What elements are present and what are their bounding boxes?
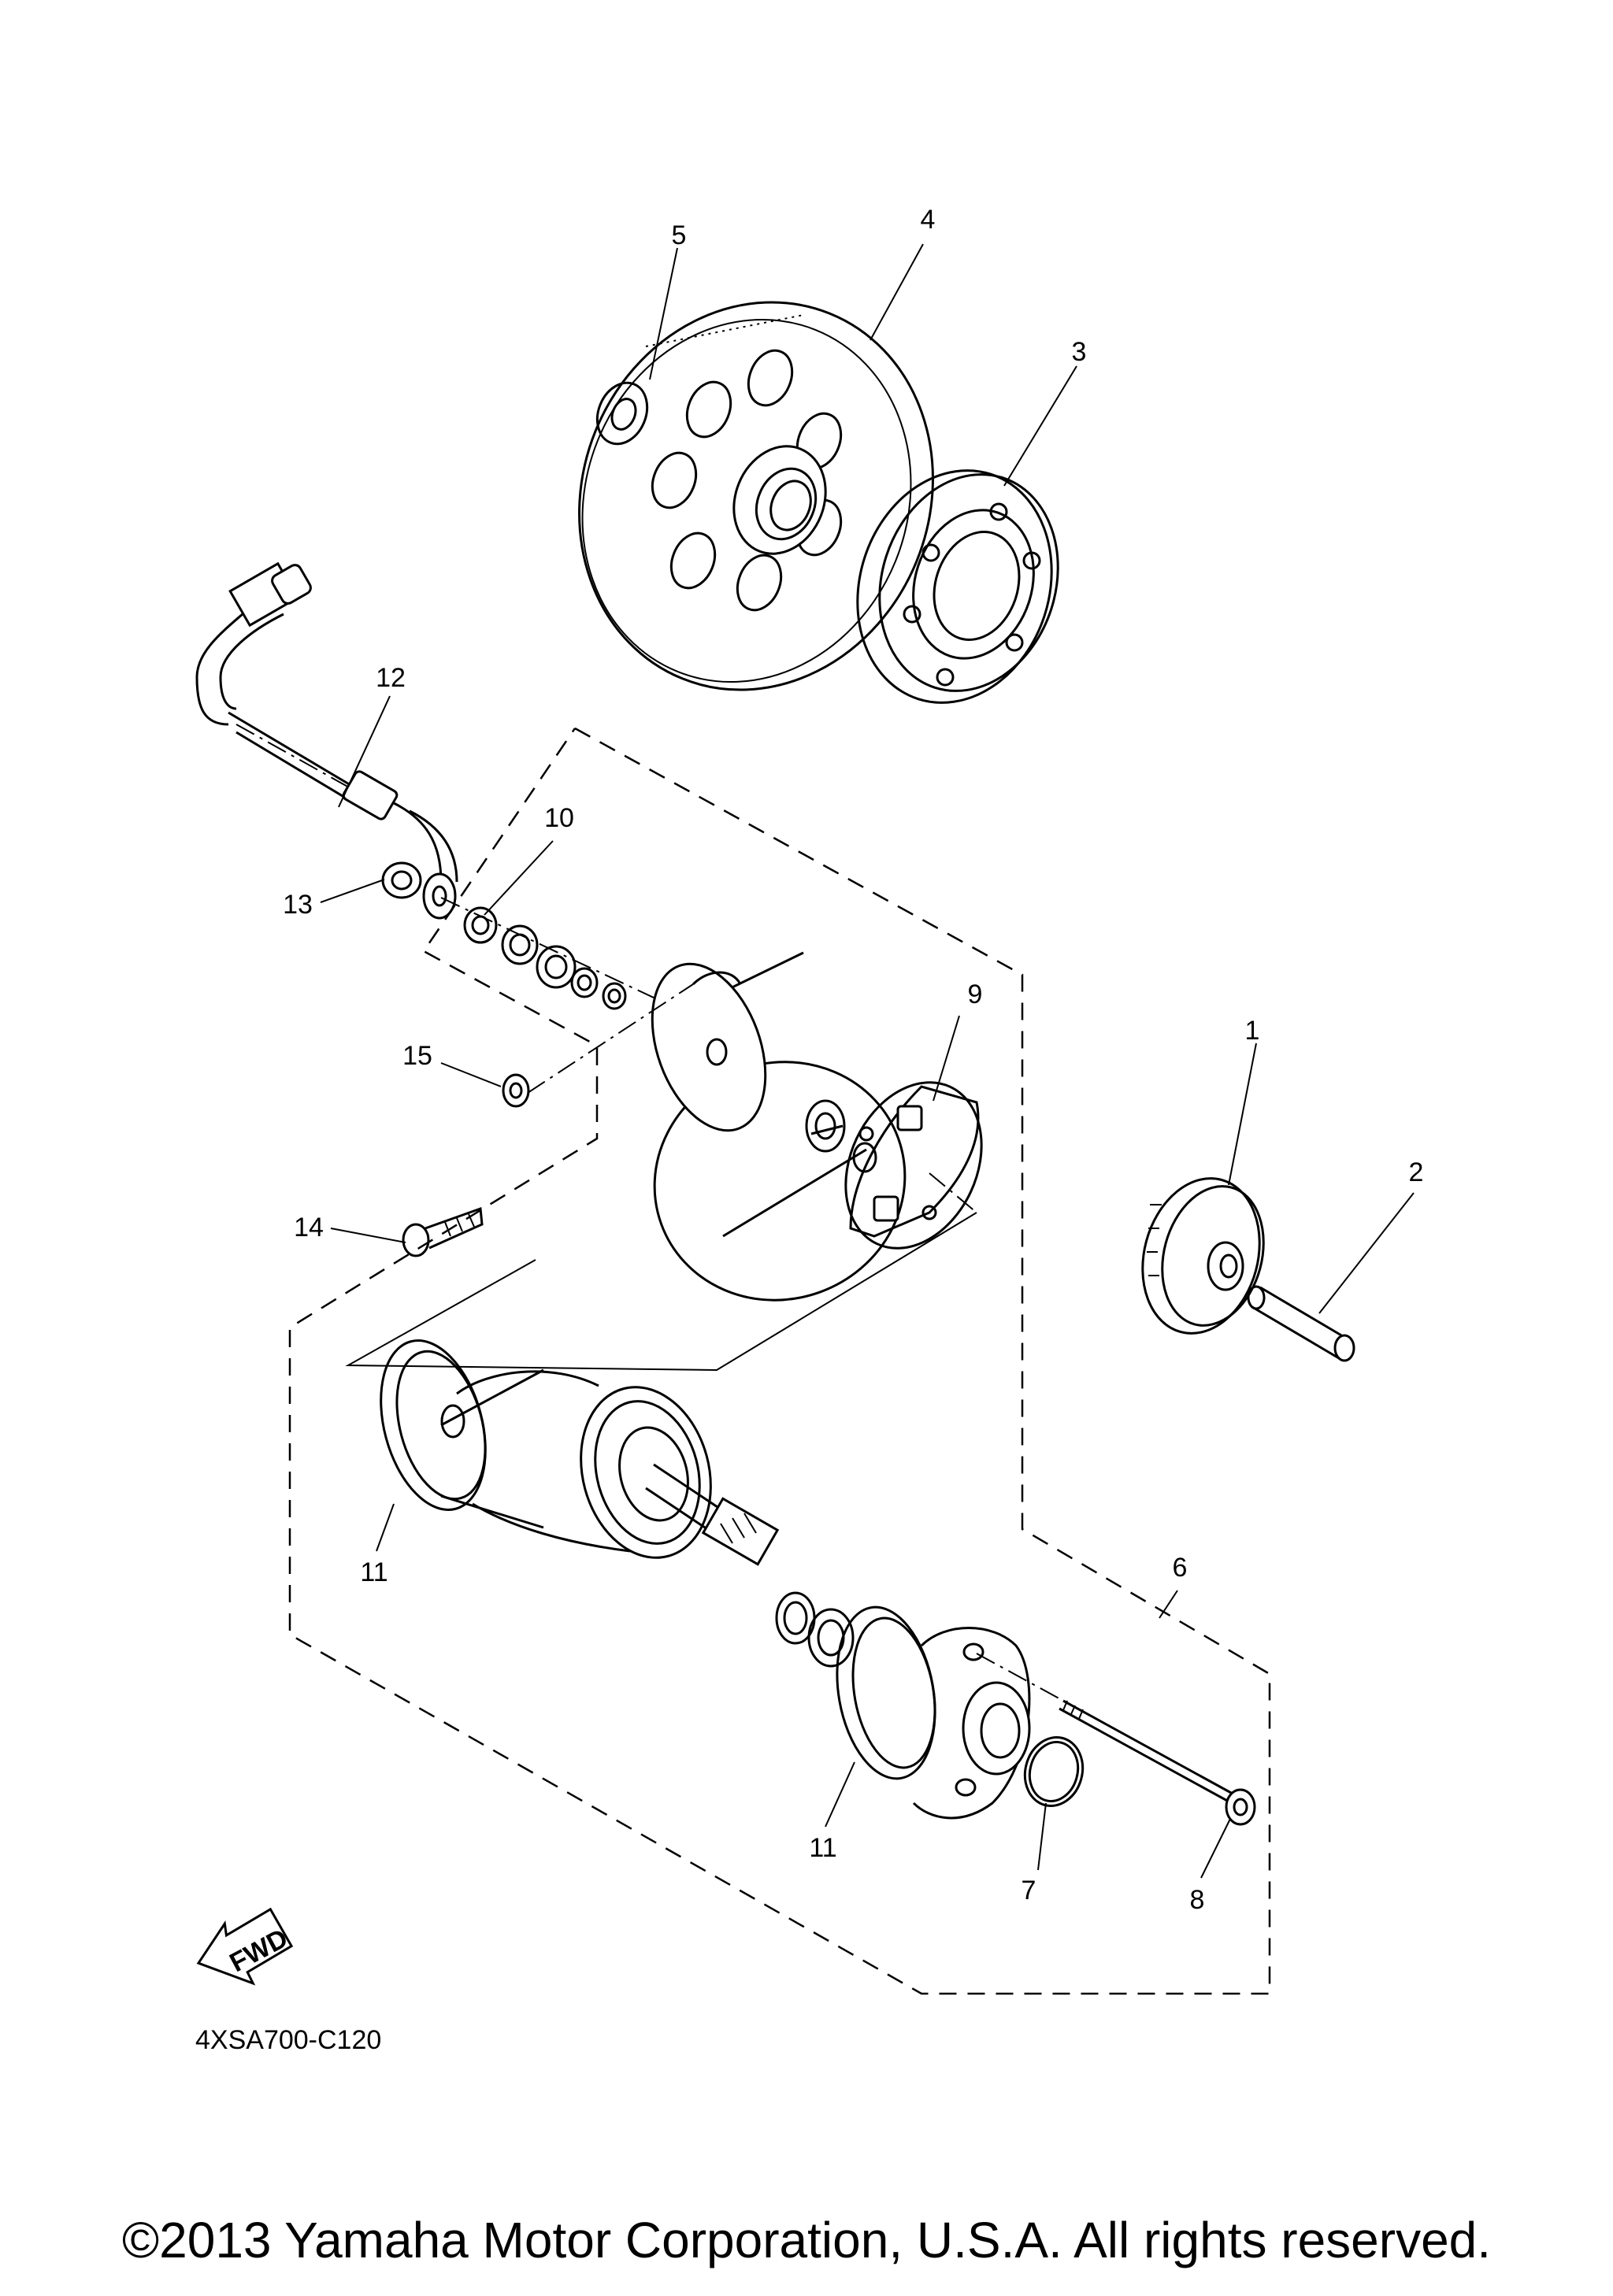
callout-12: 12 [376,663,406,693]
part-starter-motor-body [380,1339,780,1566]
part-o-ring-15 [502,1073,530,1108]
callout-11-right: 11 [809,1833,836,1863]
callout-7: 7 [1022,1876,1036,1905]
callout-labels: 1 2 3 4 5 6 7 8 9 10 11 11 12 13 14 15 [283,205,1423,1915]
callout-14: 14 [294,1213,324,1242]
callout-8: 8 [1190,1885,1205,1915]
part-starter-yoke [651,951,907,1302]
assembly-plane-line [345,1212,977,1372]
diagram-code: 4XSA700-C120 [195,2025,381,2055]
callout-10: 10 [544,803,574,833]
callout-6: 6 [1173,1553,1188,1583]
part-one-way-clutch [856,469,1059,704]
assembly-boundary-6 [288,727,1271,1995]
callout-3: 3 [1072,337,1087,367]
copyright-notice: ©2013 Yamaha Motor Corporation, U.S.A. A… [121,2212,1492,2268]
callout-13: 13 [283,890,313,920]
callout-9: 9 [968,980,983,1009]
callout-4: 4 [921,205,936,235]
part-shims [775,1591,855,1668]
leader-lines [320,243,1415,1879]
part-o-ring-7 [1023,1735,1085,1808]
assembly-line-15 [527,983,694,1094]
callout-5: 5 [672,220,687,250]
part-starter-wheel-gear [578,301,934,691]
callout-11-left: 11 [360,1557,387,1587]
part-starter-motor-lead [195,561,458,920]
part-nut-13 [381,861,422,899]
callout-2: 2 [1409,1157,1424,1187]
callout-1: 1 [1245,1016,1260,1046]
part-brush-holder [810,1081,983,1250]
fwd-arrow-icon: FWD [196,1907,294,1986]
part-washer-5 [595,381,649,446]
part-idle-shaft [1247,1285,1355,1362]
callout-15: 15 [402,1041,432,1071]
part-front-cover [836,1605,1031,1820]
part-idle-gear [1141,1177,1265,1335]
part-long-bolt-8 [976,1653,1256,1826]
